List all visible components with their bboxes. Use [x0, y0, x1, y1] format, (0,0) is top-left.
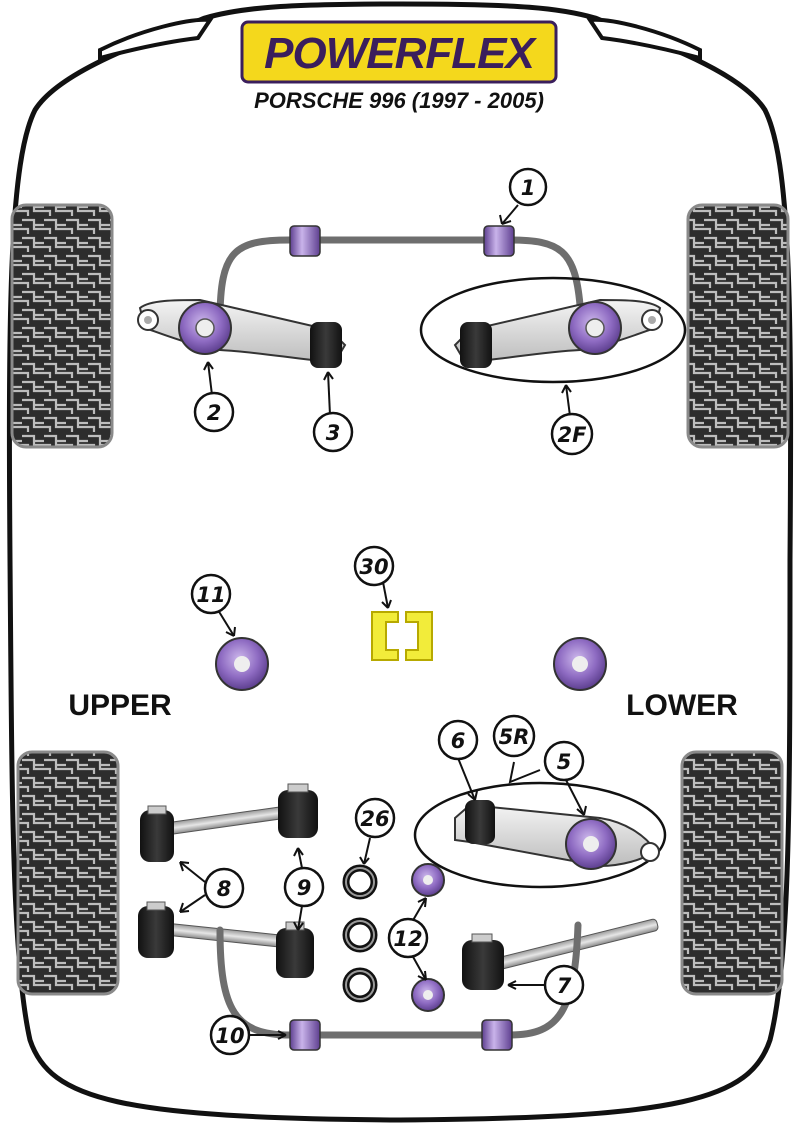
callout-11: 11 — [190, 573, 232, 615]
callout-9: 9 — [283, 866, 325, 908]
callout-6: 6 — [437, 719, 479, 761]
callout-5r-text: 5R — [499, 725, 530, 749]
rear-right-lower-arm — [413, 781, 667, 889]
callout-3-text: 3 — [326, 421, 341, 445]
powerflex-logo: POWERFLEX — [240, 20, 558, 84]
callout-26-text: 26 — [360, 807, 389, 831]
rear-arb-bush-right — [481, 1019, 513, 1051]
callout-10: 10 — [209, 1014, 251, 1056]
bush-3-black — [310, 322, 342, 368]
callout-2: 2 — [193, 391, 235, 433]
bush-2f-black — [460, 322, 492, 368]
bush-12 — [411, 863, 445, 1012]
tyre-front-right — [686, 203, 790, 449]
callout-2-text: 2 — [207, 401, 222, 425]
callout-9-text: 9 — [297, 876, 312, 900]
callout-5: 5 — [543, 740, 585, 782]
callout-12-text: 12 — [393, 927, 422, 951]
callout-5-text: 5 — [557, 750, 572, 774]
rear-link-lower — [138, 901, 314, 978]
callout-1: 1 — [508, 167, 548, 207]
callout-2f: 2F — [550, 412, 594, 456]
callout-8-text: 8 — [217, 877, 232, 901]
label-lower: LOWER — [626, 689, 738, 722]
bush-9-lower — [276, 928, 314, 978]
rear-toe-link — [462, 918, 659, 990]
callout-8: 8 — [203, 867, 245, 909]
bush-6-black — [465, 800, 495, 844]
callout-11-text: 11 — [196, 583, 225, 607]
bush-8-lower — [138, 906, 174, 958]
callout-30-text: 30 — [359, 555, 388, 579]
bush-11-right — [553, 637, 607, 691]
bush-9-upper — [278, 790, 318, 838]
callout-10-text: 10 — [215, 1024, 244, 1048]
callout-1-text: 1 — [521, 176, 536, 200]
label-upper: UPPER — [68, 689, 172, 722]
tyre-rear-right — [680, 750, 784, 996]
bush-8-upper — [140, 810, 174, 862]
page-title: PORSCHE 996 (1997 - 2005) — [254, 88, 544, 113]
callout-7: 7 — [543, 964, 585, 1006]
tyre-front-left — [10, 203, 114, 449]
front-arb-bush-left — [289, 225, 321, 257]
callout-26: 26 — [354, 797, 396, 839]
leader-lines — [179, 204, 587, 1040]
callout-7-text: 7 — [557, 974, 572, 998]
logo-text: POWERFLEX — [264, 29, 537, 78]
rear-arb-bush-left — [289, 1019, 321, 1051]
callout-6-text: 6 — [451, 729, 466, 753]
callout-30: 30 — [353, 545, 395, 587]
callout-12: 12 — [387, 917, 429, 959]
callout-3: 3 — [312, 411, 354, 453]
rear-link-upper — [140, 783, 318, 862]
bush-11-left — [215, 637, 269, 691]
callout-2f-text: 2F — [558, 423, 588, 447]
front-arb-bush-right — [483, 225, 515, 257]
front-right-wishbone — [419, 276, 687, 384]
bush-7-black — [462, 940, 504, 990]
front-left-wishbone — [137, 298, 347, 368]
callout-5r: 5R — [492, 714, 536, 758]
front-anti-roll-bar — [216, 225, 584, 324]
tyre-rear-left — [16, 750, 120, 996]
part-30-yellow — [371, 611, 433, 661]
rings-26 — [342, 864, 378, 1003]
